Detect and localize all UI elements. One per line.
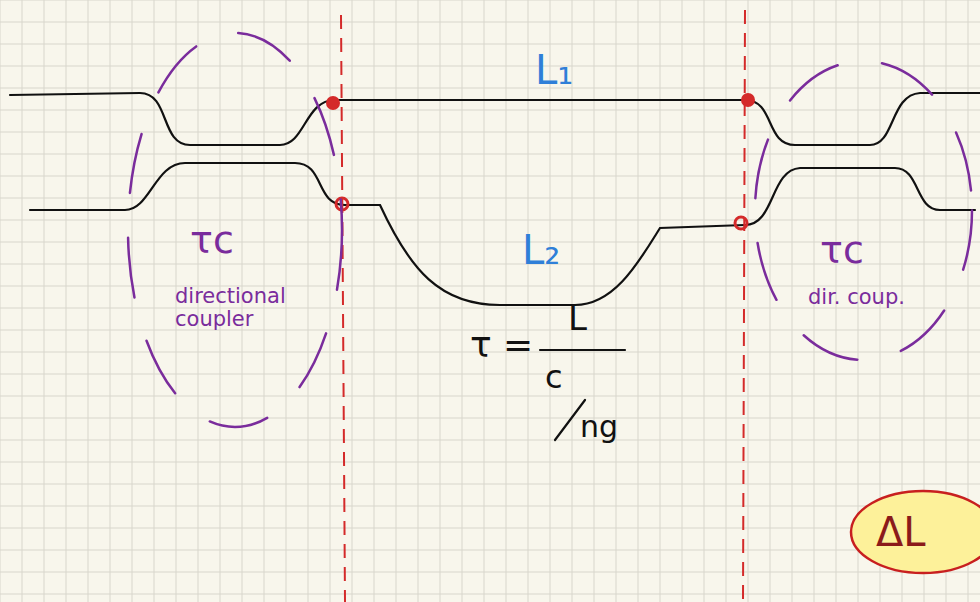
node-outline — [125, 30, 345, 430]
node-note: directional coupler — [175, 285, 325, 331]
node-heading: τc — [190, 220, 234, 262]
node-heading: τc — [820, 230, 864, 272]
path-length: L₂ — [522, 228, 560, 272]
reference-plane — [341, 15, 345, 602]
node-outline — [752, 58, 975, 363]
node-heading: ΔL — [876, 510, 926, 554]
formula-term: c — [545, 360, 563, 395]
bottom-waveguide — [30, 163, 975, 305]
fraction-bar — [540, 349, 625, 351]
formula-term: L — [568, 300, 587, 337]
node-note: dir. coup. — [808, 286, 905, 309]
path-length: L₁ — [535, 48, 573, 92]
formula-term: τ = — [470, 325, 533, 365]
component-region: τc directional coupler — [125, 30, 345, 430]
port-dot — [735, 217, 747, 229]
port-dot — [741, 93, 755, 107]
port-dot — [326, 96, 340, 110]
highlight-ellipse: ΔL — [848, 488, 980, 576]
top-waveguide — [10, 93, 980, 145]
component-region: τc dir. coup. — [752, 58, 975, 363]
formula-term: ng — [580, 410, 618, 443]
